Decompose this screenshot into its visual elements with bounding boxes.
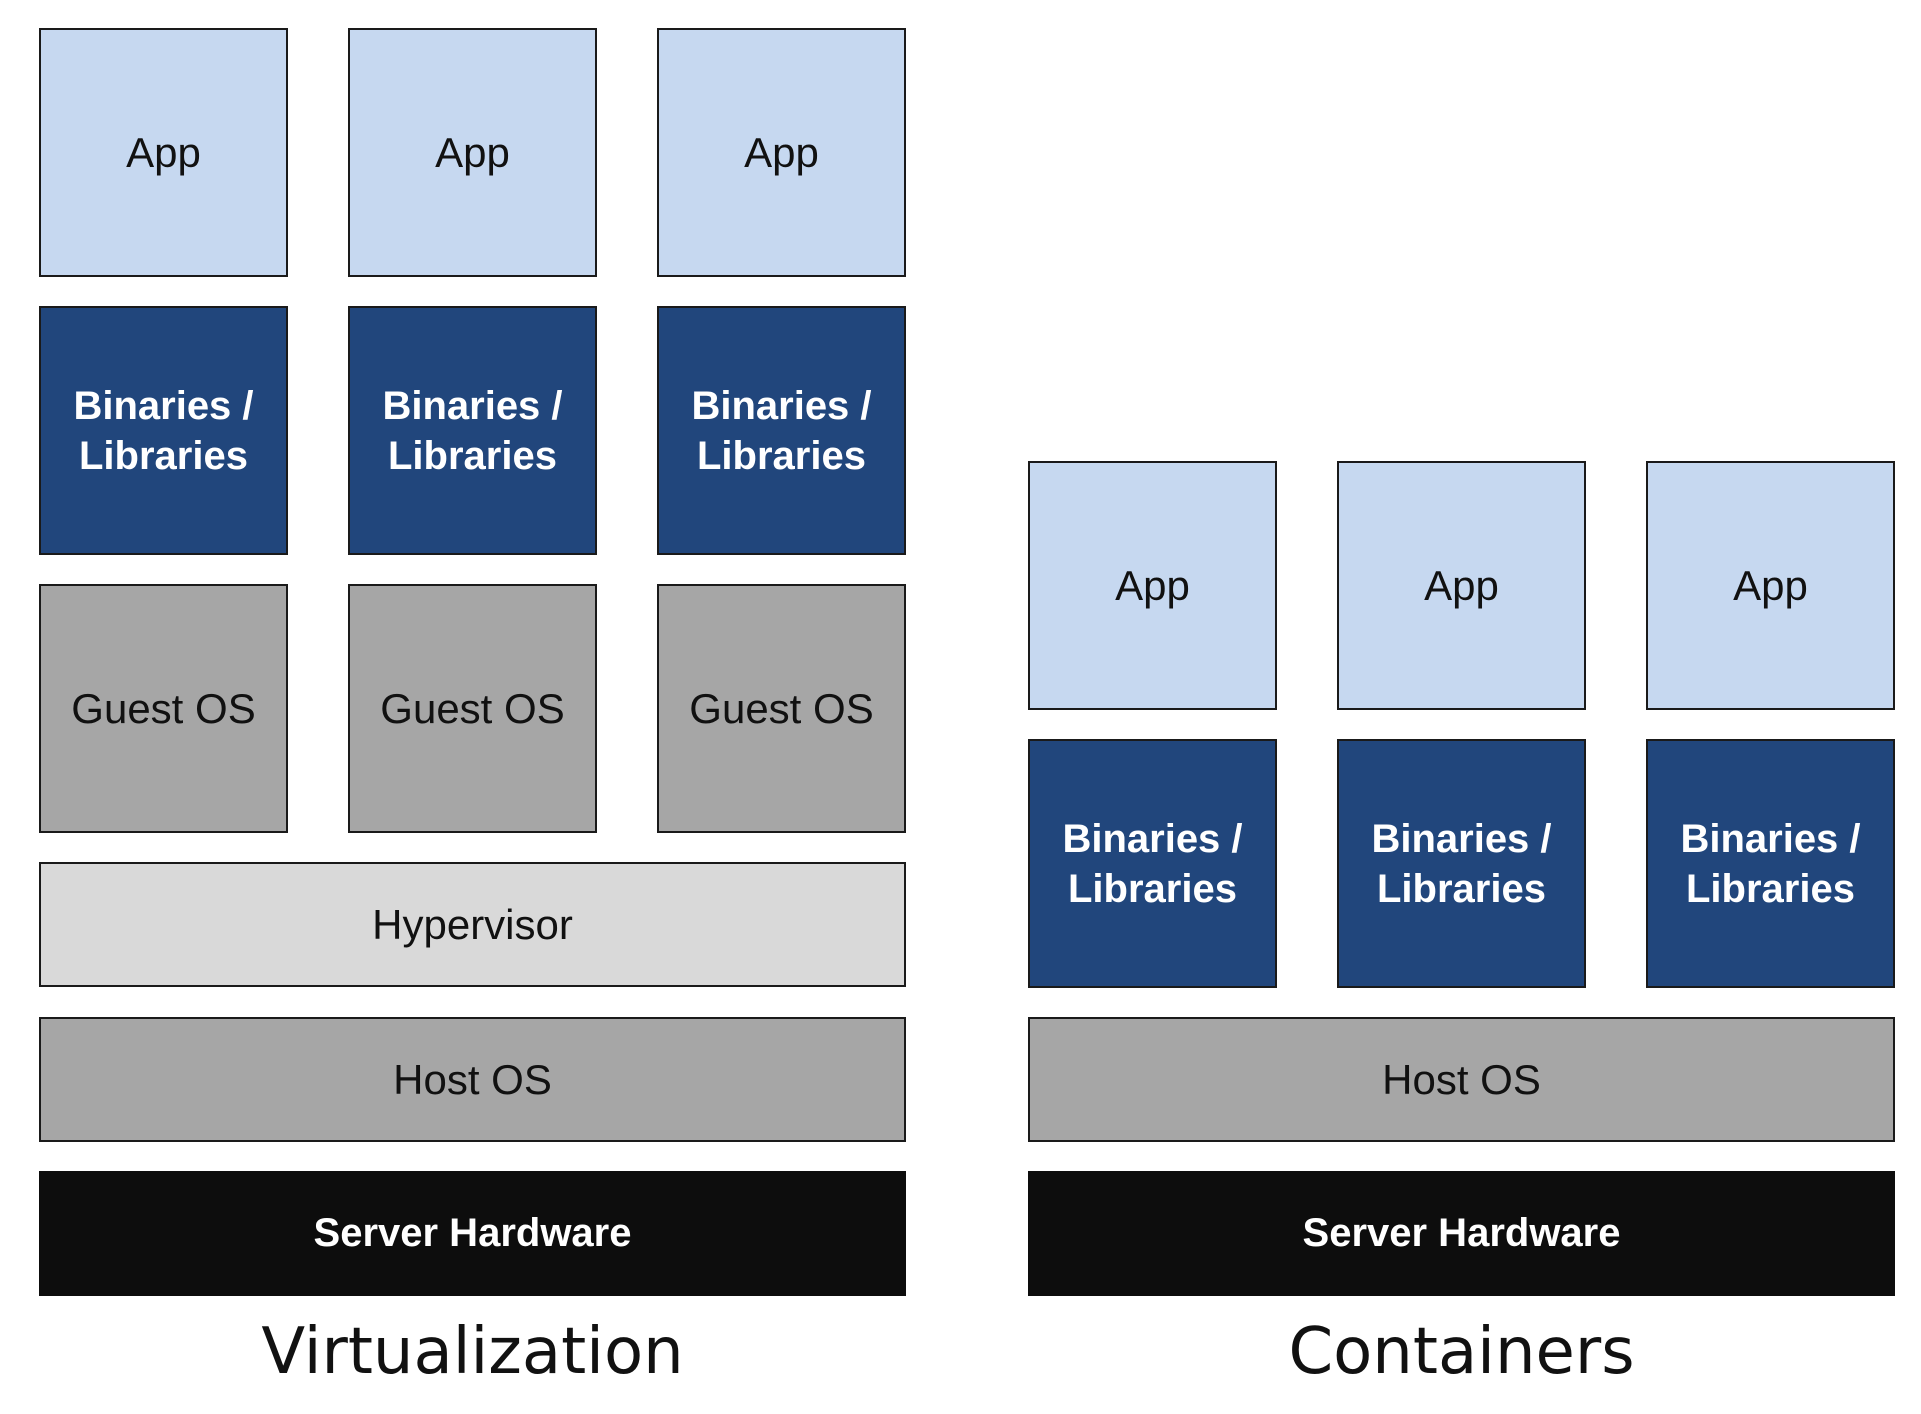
guest-os-label: Guest OS xyxy=(71,684,256,732)
binaries-label-line2: Libraries xyxy=(1377,866,1546,911)
binaries-label-line2: Libraries xyxy=(388,433,557,478)
binaries-label-line1: Binaries / xyxy=(382,383,563,428)
app-label: App xyxy=(1424,561,1499,609)
vm-app-block-1: App xyxy=(39,28,288,277)
app-label: App xyxy=(1733,561,1808,609)
vm-binaries-block-1: Binaries / Libraries xyxy=(39,306,288,555)
guest-os-label: Guest OS xyxy=(380,684,565,732)
app-label: App xyxy=(1115,561,1190,609)
container-app-block-1: App xyxy=(1028,461,1277,710)
guest-os-label: Guest OS xyxy=(689,684,874,732)
host-os-label: Host OS xyxy=(393,1055,552,1103)
vm-binaries-block-3: Binaries / Libraries xyxy=(657,306,906,555)
container-binaries-block-3: Binaries / Libraries xyxy=(1646,739,1895,988)
containers-caption: Containers xyxy=(1288,1315,1635,1389)
vm-binaries-block-2: Binaries / Libraries xyxy=(348,306,597,555)
binaries-label-line2: Libraries xyxy=(1068,866,1237,911)
app-label: App xyxy=(126,128,201,176)
vm-hypervisor-block: Hypervisor xyxy=(39,862,906,987)
server-hardware-label: Server Hardware xyxy=(313,1211,632,1255)
app-label: App xyxy=(435,128,510,176)
app-label: App xyxy=(744,128,819,176)
container-binaries-block-1: Binaries / Libraries xyxy=(1028,739,1277,988)
binaries-label-line2: Libraries xyxy=(79,433,248,478)
vm-guest-os-block-1: Guest OS xyxy=(39,584,288,833)
hypervisor-label: Hypervisor xyxy=(372,900,573,948)
vm-host-os-block: Host OS xyxy=(39,1017,906,1142)
binaries-label-line1: Binaries / xyxy=(1062,816,1243,861)
container-server-hardware-block: Server Hardware xyxy=(1028,1171,1895,1296)
container-app-block-3: App xyxy=(1646,461,1895,710)
vm-guest-os-block-3: Guest OS xyxy=(657,584,906,833)
binaries-label-line1: Binaries / xyxy=(691,383,872,428)
binaries-label-line2: Libraries xyxy=(697,433,866,478)
server-hardware-label: Server Hardware xyxy=(1302,1211,1621,1255)
vm-server-hardware-block: Server Hardware xyxy=(39,1171,906,1296)
virtualization-caption: Virtualization xyxy=(261,1315,684,1389)
binaries-label-line2: Libraries xyxy=(1686,866,1855,911)
host-os-label: Host OS xyxy=(1382,1055,1541,1103)
container-app-block-2: App xyxy=(1337,461,1586,710)
binaries-label-line1: Binaries / xyxy=(73,383,254,428)
vm-app-block-3: App xyxy=(657,28,906,277)
binaries-label-line1: Binaries / xyxy=(1680,816,1861,861)
vm-guest-os-block-2: Guest OS xyxy=(348,584,597,833)
container-host-os-block: Host OS xyxy=(1028,1017,1895,1142)
binaries-label-line1: Binaries / xyxy=(1371,816,1552,861)
container-binaries-block-2: Binaries / Libraries xyxy=(1337,739,1586,988)
vm-app-block-2: App xyxy=(348,28,597,277)
